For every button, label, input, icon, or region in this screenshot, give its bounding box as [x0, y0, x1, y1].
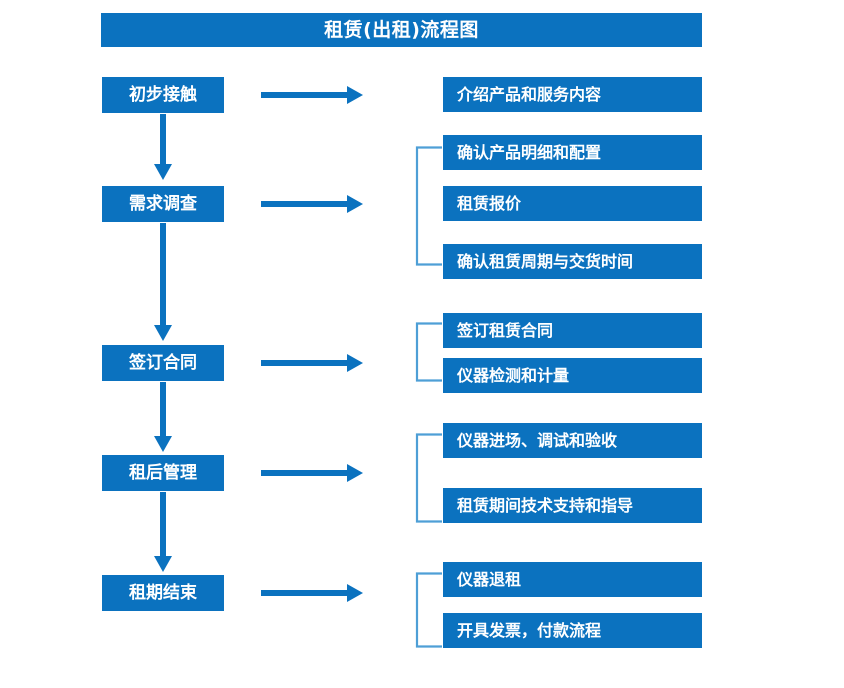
detail-box-g3-2[interactable]: 仪器检测和计量: [443, 358, 702, 393]
detail-label-g4-2: 租赁期间技术支持和指导: [457, 495, 634, 515]
arrow-right-icon-5: [261, 582, 363, 604]
stage-box-3[interactable]: 签订合同: [102, 345, 224, 381]
detail-label-g5-2: 开具发票，付款流程: [457, 620, 602, 640]
detail-box-g5-1[interactable]: 仪器退租: [443, 562, 702, 597]
detail-label-g4-1: 仪器进场、调试和验收: [457, 430, 618, 450]
stage-box-1[interactable]: 初步接触: [102, 77, 224, 113]
detail-box-g2-2[interactable]: 租赁报价: [443, 186, 702, 221]
detail-box-g4-1[interactable]: 仪器进场、调试和验收: [443, 423, 702, 458]
detail-box-g2-1[interactable]: 确认产品明细和配置: [443, 135, 702, 170]
detail-label-g2-2: 租赁报价: [457, 193, 522, 213]
stage-box-2[interactable]: 需求调查: [102, 186, 224, 222]
detail-label-g3-2: 仪器检测和计量: [457, 365, 570, 385]
page-title: 租赁(出租)流程图: [324, 18, 479, 41]
bracket-left-group4: [415, 433, 443, 523]
arrow-right-icon-4: [261, 462, 363, 484]
detail-box-g2-3[interactable]: 确认租赁周期与交货时间: [443, 244, 702, 279]
arrow-right-icon-1: [261, 84, 363, 106]
arrow-right-icon-2: [261, 193, 363, 215]
detail-label-g3-1: 签订租赁合同: [457, 320, 554, 340]
arrow-down-icon-4: [152, 492, 174, 572]
stage-label-1: 初步接触: [129, 84, 197, 105]
stage-label-5: 租期结束: [129, 582, 197, 603]
bracket-left-group2: [415, 146, 443, 266]
detail-box-g4-2[interactable]: 租赁期间技术支持和指导: [443, 488, 702, 523]
detail-label-g2-3: 确认租赁周期与交货时间: [457, 251, 634, 271]
arrow-down-icon-1: [152, 114, 174, 180]
stage-label-4: 租后管理: [129, 462, 197, 483]
arrow-right-icon-3: [261, 352, 363, 374]
arrow-down-icon-3: [152, 382, 174, 452]
arrow-down-icon-2: [152, 223, 174, 341]
detail-box-g3-1[interactable]: 签订租赁合同: [443, 313, 702, 348]
detail-box-g5-2[interactable]: 开具发票，付款流程: [443, 613, 702, 648]
detail-label-g5-1: 仪器退租: [457, 569, 522, 589]
detail-box-g1-1[interactable]: 介绍产品和服务内容: [443, 77, 702, 112]
diagram-title-bar: 租赁(出租)流程图: [101, 13, 702, 47]
stage-box-4[interactable]: 租后管理: [102, 455, 224, 491]
stage-label-2: 需求调查: [129, 193, 197, 214]
bracket-left-group5: [415, 572, 443, 648]
detail-label-g1-1: 介绍产品和服务内容: [457, 84, 602, 104]
stage-box-5[interactable]: 租期结束: [102, 575, 224, 611]
bracket-left-group3: [415, 322, 443, 382]
stage-label-3: 签订合同: [129, 352, 197, 373]
detail-label-g2-1: 确认产品明细和配置: [457, 142, 602, 162]
